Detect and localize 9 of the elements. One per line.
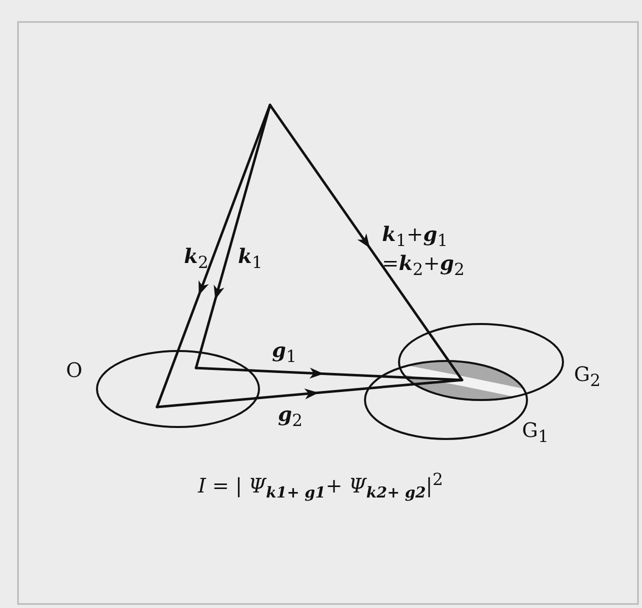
vector-label: k$_{1}$ [238,244,262,273]
formula: I = | Ψ$_{k1+ g1}$+ Ψ$_{k2+ g2}$|$^{2}$ [198,470,444,502]
vector-label: g$_{1}$ [272,338,297,367]
vector-label: k$_{2}$ [184,244,208,273]
vector-label: k$_{1}$+g$_{1}$ =k$_{2}$+g$_{2}$ [382,222,466,280]
vector-label: g$_{2}$ [278,402,303,431]
region-label: G$_{1}$ [522,418,549,447]
region-label: G$_{2}$ [574,362,601,391]
region-label: O [66,358,82,382]
